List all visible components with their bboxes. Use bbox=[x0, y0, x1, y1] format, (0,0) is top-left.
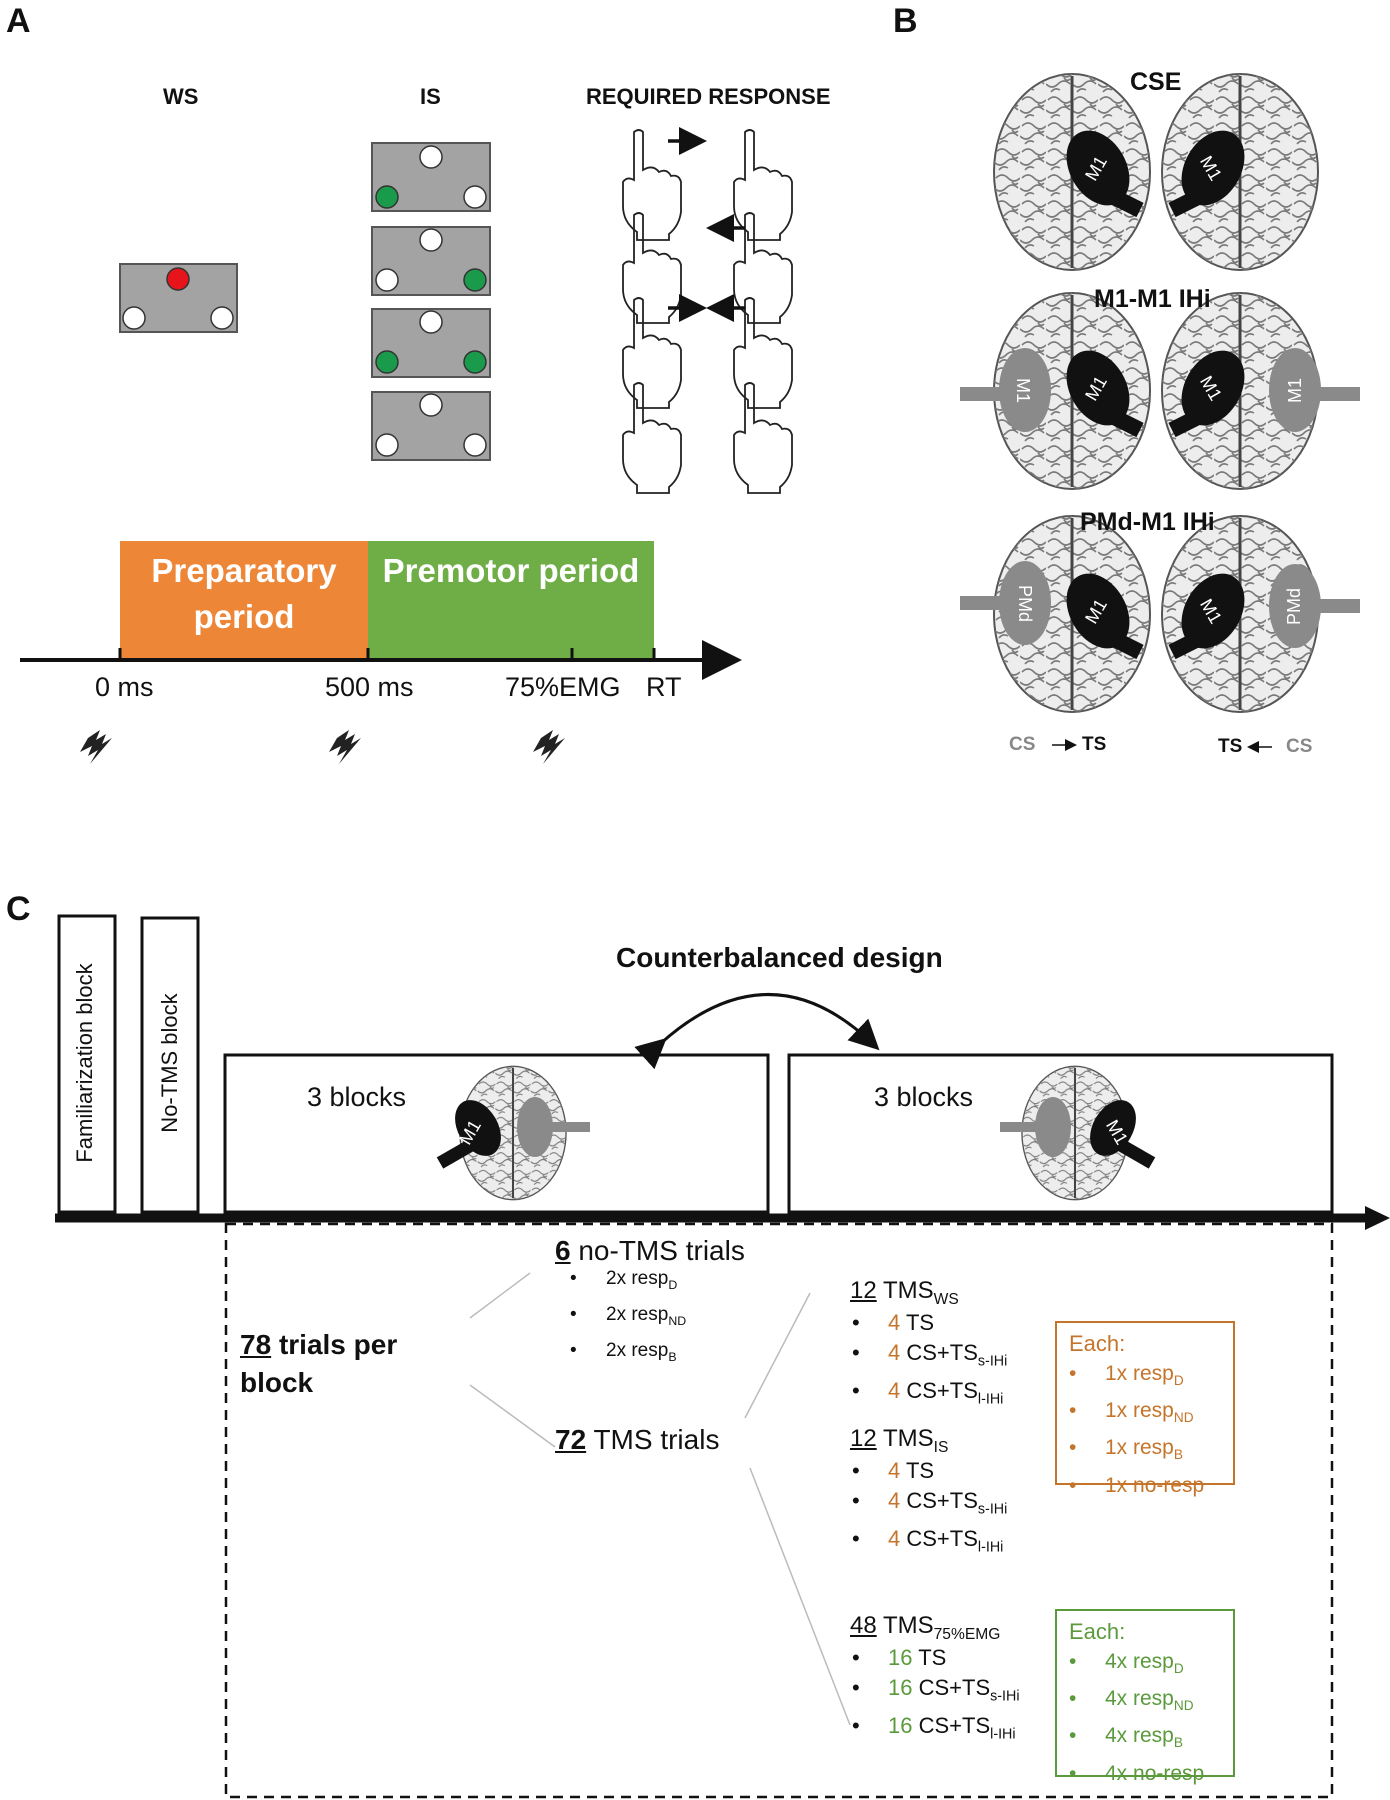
three-blocks-right: 3 blocks bbox=[874, 1082, 974, 1112]
lightning-icon bbox=[80, 730, 565, 764]
premotor-period-bar bbox=[368, 541, 654, 659]
coil-label-m1: M1 bbox=[1285, 377, 1306, 404]
is-stimulus-right bbox=[371, 226, 491, 296]
list-item: 4 CS+TSl-IHi bbox=[852, 1376, 1007, 1414]
list-item: 1x respD bbox=[1069, 1359, 1221, 1396]
panel-label-c: C bbox=[6, 890, 31, 928]
coil-icon bbox=[1066, 130, 1245, 218]
three-blocks-left: 3 blocks bbox=[307, 1082, 407, 1112]
timeline-arrowhead bbox=[1365, 1206, 1390, 1230]
list-item: 2x respB bbox=[570, 1336, 686, 1372]
tms-text: TMS trials bbox=[593, 1424, 720, 1455]
list-item: 2x respND bbox=[570, 1300, 686, 1336]
list-item: 1x respB bbox=[1069, 1433, 1221, 1470]
each-box-orange: Each: 1x respD 1x respND 1x respB 1x no-… bbox=[1055, 1321, 1235, 1497]
tms-ws-list: 4 TS 4 CS+TSs-IHi 4 CS+TSl-IHi bbox=[852, 1308, 1007, 1415]
list-item: 4 CS+TSl-IHi bbox=[852, 1524, 1007, 1562]
cs-ts-arrows bbox=[1052, 739, 1272, 753]
preparatory-period-label: Preparatory period bbox=[151, 552, 337, 635]
coil-icon bbox=[960, 561, 1360, 660]
block-detail-dashed bbox=[224, 1222, 1334, 1799]
is-stimulus-left bbox=[371, 142, 491, 212]
premotor-period-label: Premotor period bbox=[382, 552, 640, 589]
m1m1-title: M1-M1 IHi bbox=[1094, 285, 1211, 313]
list-item: 4x respD bbox=[1069, 1647, 1221, 1684]
tms-is-list: 4 TS 4 CS+TSs-IHi 4 CS+TSl-IHi bbox=[852, 1456, 1007, 1563]
list-item: 4 TS bbox=[852, 1456, 1007, 1486]
tms-trials-title: 72 TMS trials bbox=[555, 1424, 719, 1456]
time-label-75emg: 75%EMG bbox=[505, 672, 621, 702]
no-tms-count: 6 bbox=[555, 1235, 571, 1266]
no-tms-block-label: No-TMS block bbox=[157, 993, 182, 1133]
coil-label-pmd: PMd bbox=[1015, 584, 1036, 623]
list-item: 1x respND bbox=[1069, 1396, 1221, 1433]
is-header: IS bbox=[420, 84, 441, 109]
time-label-0: 0 ms bbox=[95, 672, 154, 702]
list-item: 2x respD bbox=[570, 1264, 686, 1300]
no-tms-list: 2x respD 2x respND 2x respB bbox=[570, 1264, 686, 1371]
each-box-green: Each: 4x respD 4x respND 4x respB 4x no-… bbox=[1055, 1609, 1235, 1785]
hand-icon bbox=[622, 129, 793, 494]
connector-lines bbox=[469, 1272, 851, 1726]
trials-text: trials per bbox=[278, 1329, 398, 1360]
is-stimulus-none bbox=[371, 391, 491, 461]
ws-stimulus bbox=[119, 263, 238, 333]
tms-emg-list: 16 TS 16 CS+TSs-IHi 16 CS+TSl-IHi bbox=[852, 1643, 1020, 1750]
list-item: 4 TS bbox=[852, 1308, 1007, 1338]
panel-label-a: A bbox=[6, 2, 31, 40]
tms-is-count: 12 bbox=[850, 1425, 877, 1452]
familiarization-label: Familiarization block bbox=[72, 963, 97, 1163]
trials-count: 78 bbox=[240, 1329, 272, 1360]
time-label-rt: RT bbox=[646, 672, 682, 702]
timeline-ticks bbox=[118, 648, 656, 660]
trials-per-block: 78 trials per block bbox=[240, 1326, 397, 1402]
list-item: 1x no-resp bbox=[1069, 1471, 1221, 1501]
list-item: 16 CS+TSl-IHi bbox=[852, 1711, 1020, 1749]
panel-label-b: B bbox=[893, 2, 918, 40]
familiarization-block bbox=[57, 914, 117, 1214]
no-tms-block bbox=[140, 916, 200, 1214]
ws-header: WS bbox=[163, 84, 199, 109]
cs-label-left: CS bbox=[1009, 734, 1036, 755]
list-item: 4x respND bbox=[1069, 1684, 1221, 1721]
list-item: 4x no-resp bbox=[1069, 1759, 1221, 1789]
trials-text-2: block bbox=[240, 1367, 314, 1398]
no-tms-text: no-TMS trials bbox=[578, 1235, 745, 1266]
tms-emg-count: 48 bbox=[850, 1612, 877, 1639]
cse-title: CSE bbox=[1130, 68, 1182, 96]
is-stimulus-both bbox=[371, 308, 491, 378]
list-item: 16 TS bbox=[852, 1643, 1020, 1673]
arrow-icon bbox=[668, 127, 745, 322]
coil-label-pmd: PMd bbox=[1284, 587, 1305, 626]
coil-icon bbox=[960, 348, 1360, 438]
counterbalance-arrow bbox=[634, 993, 880, 1070]
each-title: Each: bbox=[1069, 1331, 1126, 1356]
required-response-header: REQUIRED RESPONSE bbox=[586, 84, 831, 109]
pmdm1-title: PMd-M1 IHi bbox=[1080, 508, 1215, 536]
tms-count: 72 bbox=[555, 1424, 587, 1455]
counterbalanced-title: Counterbalanced design bbox=[616, 942, 943, 973]
time-label-500: 500 ms bbox=[325, 672, 414, 702]
ts-label-right: TS bbox=[1218, 736, 1243, 757]
ts-label-left: TS bbox=[1082, 734, 1107, 755]
tms-ws-count: 12 bbox=[850, 1277, 877, 1304]
list-item: 4 CS+TSs-IHi bbox=[852, 1338, 1007, 1376]
list-item: 16 CS+TSs-IHi bbox=[852, 1673, 1020, 1711]
preparatory-period-bar bbox=[120, 541, 368, 659]
coil-icon bbox=[436, 1097, 1156, 1169]
list-item: 4x respB bbox=[1069, 1721, 1221, 1758]
coil-label-m1: M1 bbox=[1013, 377, 1034, 404]
tms-ws-title: 12 TMSWS bbox=[850, 1277, 959, 1308]
no-tms-trials-title: 6 no-TMS trials bbox=[555, 1235, 745, 1267]
each-title: Each: bbox=[1069, 1619, 1126, 1644]
cs-label-right: CS bbox=[1286, 736, 1313, 757]
tms-is-title: 12 TMSIS bbox=[850, 1425, 949, 1456]
tms-emg-title: 48 TMS75%EMG bbox=[850, 1612, 1001, 1643]
list-item: 4 CS+TSs-IHi bbox=[852, 1486, 1007, 1524]
